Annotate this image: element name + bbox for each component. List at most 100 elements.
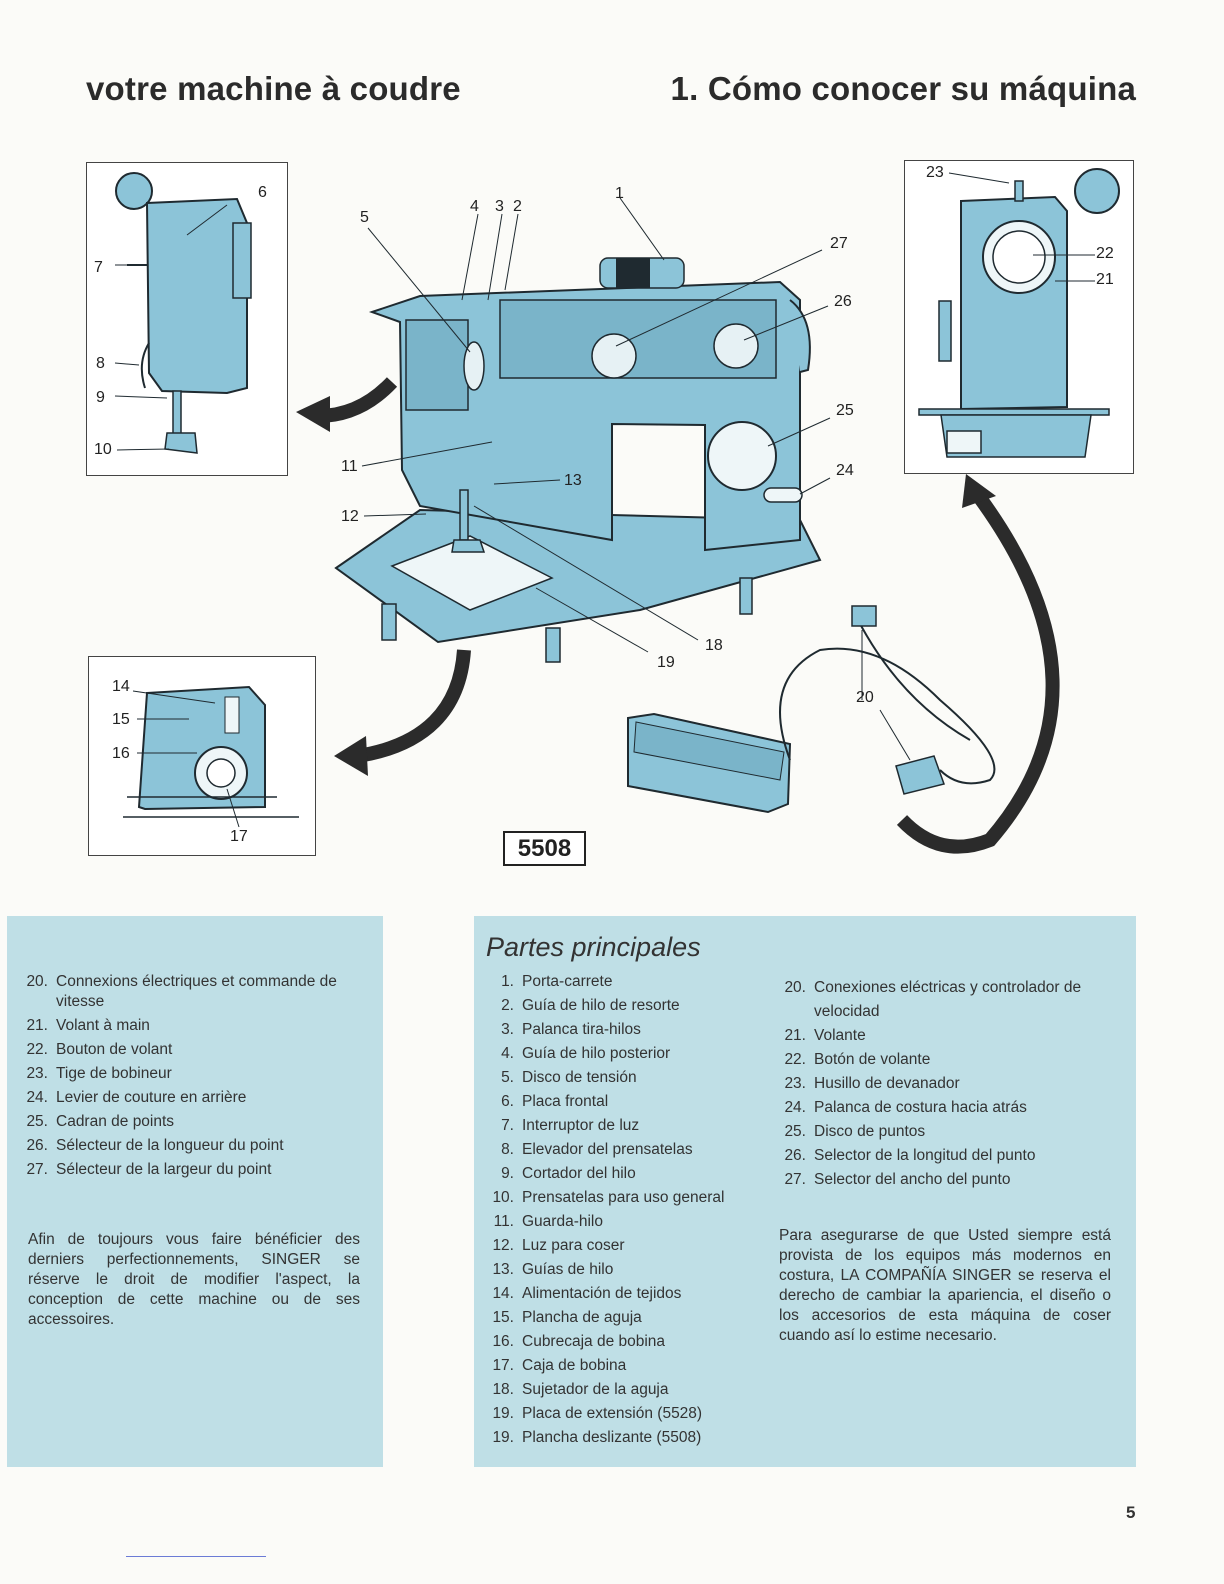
item-text: Guía de hilo de resorte xyxy=(522,997,680,1014)
page-number: 5 xyxy=(1126,1503,1136,1522)
list-item: 3. Palanca tira-hilos xyxy=(486,1018,776,1042)
list-item: 15.Plancha de aguja xyxy=(486,1306,776,1330)
list-item: 27.Sélecteur de la largeur du point xyxy=(20,1160,360,1180)
callout-20: 20 xyxy=(856,689,874,706)
list-item: 22.Botón de volante xyxy=(778,1048,1128,1072)
item-text: Cadran de points xyxy=(56,1113,175,1130)
side-view-drawing xyxy=(114,172,252,454)
item-number: 6. xyxy=(501,1093,514,1110)
item-number: 26. xyxy=(784,1147,806,1164)
list-item: 7.Interruptor de luz xyxy=(486,1114,776,1138)
item-number: 8. xyxy=(501,1141,514,1158)
item-text: Guarda-hilo xyxy=(522,1213,603,1230)
item-text: Guía de hilo posterior xyxy=(522,1045,671,1062)
list-item: 13. Guías de hilo xyxy=(486,1258,776,1282)
callout-26: 26 xyxy=(834,293,852,310)
bottom-rule xyxy=(126,1556,266,1557)
callout-12: 12 xyxy=(341,508,359,525)
callout-9: 9 xyxy=(96,389,105,406)
french-parts-list: 20.Connexions électriques et commande de… xyxy=(20,972,360,1184)
callout-25: 25 xyxy=(836,402,854,419)
callout-2: 2 xyxy=(513,198,522,215)
item-number: 20. xyxy=(784,979,806,996)
list-item: 24.Levier de couture en arrière xyxy=(20,1088,360,1108)
callout-18: 18 xyxy=(705,637,723,654)
list-item: 20. Conexiones eléctricas y controlador d… xyxy=(778,976,1128,1024)
machine-main-drawing xyxy=(296,197,1060,854)
item-text: Selector del ancho del punto xyxy=(814,1171,1011,1188)
item-text: Levier de couture en arrière xyxy=(56,1089,247,1106)
item-number: 5. xyxy=(501,1069,514,1086)
callout-22: 22 xyxy=(1096,245,1114,262)
bobbin-inset xyxy=(88,656,316,856)
list-item: 6. Placa frontal xyxy=(486,1090,776,1114)
side-view-inset xyxy=(86,162,288,476)
item-text: Disco de puntos xyxy=(814,1123,926,1140)
callout-19: 19 xyxy=(657,654,675,671)
item-number: 23. xyxy=(784,1075,806,1092)
item-text: Caja de bobina xyxy=(522,1357,627,1374)
item-text: Bouton de volant xyxy=(56,1041,173,1058)
item-text: Sélecteur de la largeur du point xyxy=(56,1161,272,1178)
list-item: 5. Disco de tensión xyxy=(486,1066,776,1090)
spanish-note: Para asegurarse de que Usted siempre est… xyxy=(779,1227,1111,1344)
item-text: Cubrecaja de bobina xyxy=(522,1333,666,1350)
list-item: 26. Sélecteur de la longueur du point xyxy=(20,1136,360,1156)
callout-5: 5 xyxy=(360,209,369,226)
item-number: 14. xyxy=(492,1285,514,1302)
list-item: 4. Guía de hilo posterior xyxy=(486,1042,776,1066)
list-item: 18. Sujetador de la aguja xyxy=(486,1378,776,1402)
bobbin-drawing xyxy=(123,685,299,828)
item-number: 4. xyxy=(501,1045,514,1062)
item-text: Tige de bobineur xyxy=(56,1065,172,1082)
item-number: 18. xyxy=(492,1381,514,1398)
item-number: 7. xyxy=(501,1117,514,1134)
list-item: 19.Placa de extensión (5528) xyxy=(486,1402,776,1426)
item-number: 25. xyxy=(784,1123,806,1140)
handwheel-drawing xyxy=(918,168,1120,458)
list-item: 9.Cortador del hilo xyxy=(486,1162,776,1186)
item-text: Plancha deslizante (5508) xyxy=(522,1429,702,1446)
item-text: Alimentación de tejidos xyxy=(522,1285,682,1302)
item-text: Sujetador de la aguja xyxy=(522,1381,669,1398)
item-number: 2. xyxy=(501,997,514,1014)
item-number: 22. xyxy=(784,1051,806,1068)
list-item: 2. Guía de hilo de resorte xyxy=(486,994,776,1018)
item-number: 23. xyxy=(26,1065,48,1082)
callout-4: 4 xyxy=(470,198,479,215)
item-text: Disco de tensión xyxy=(522,1069,637,1086)
item-number: 10. xyxy=(492,1189,514,1206)
spanish-heading: Partes principales xyxy=(486,932,701,962)
list-item: 26. Selector de la longitud del punto xyxy=(778,1144,1128,1168)
item-text: Sélecteur de la longueur du point xyxy=(56,1137,284,1154)
handwheel-inset xyxy=(904,160,1134,474)
item-text: Prensatelas para uso general xyxy=(522,1189,725,1206)
item-text: Placa frontal xyxy=(522,1093,609,1110)
item-number: 3. xyxy=(501,1021,514,1038)
callout-7: 7 xyxy=(94,259,103,276)
item-number: 17. xyxy=(492,1357,514,1374)
item-number: 24. xyxy=(784,1099,806,1116)
item-text: Palanca tira-hilos xyxy=(522,1021,641,1038)
item-number: 26. xyxy=(26,1137,48,1154)
callout-8: 8 xyxy=(96,355,105,372)
item-text: Conexiones eléctricas y controlador de v… xyxy=(814,979,1082,1020)
item-text: Cortador del hilo xyxy=(522,1165,636,1182)
item-number: 13. xyxy=(492,1261,514,1278)
callout-15: 15 xyxy=(112,711,130,728)
item-text: Selector de la longitud del punto xyxy=(814,1147,1036,1164)
list-item: 27.Selector del ancho del punto xyxy=(778,1168,1128,1192)
list-item: 19.Plancha deslizante (5508) xyxy=(486,1426,776,1450)
item-number: 11. xyxy=(493,1213,514,1230)
item-text: Guías de hilo xyxy=(522,1261,614,1278)
list-item: 21.Volante xyxy=(778,1024,1128,1048)
list-item: 12.Luz para coser xyxy=(486,1234,776,1258)
list-item: 8.Elevador del prensatelas xyxy=(486,1138,776,1162)
list-item: 25. Disco de puntos xyxy=(778,1120,1128,1144)
item-number: 16. xyxy=(492,1333,514,1350)
item-number: 20. xyxy=(26,973,48,990)
list-item: 17. Caja de bobina xyxy=(486,1354,776,1378)
callout-1: 1 xyxy=(615,185,624,202)
item-number: 1. xyxy=(501,973,514,990)
